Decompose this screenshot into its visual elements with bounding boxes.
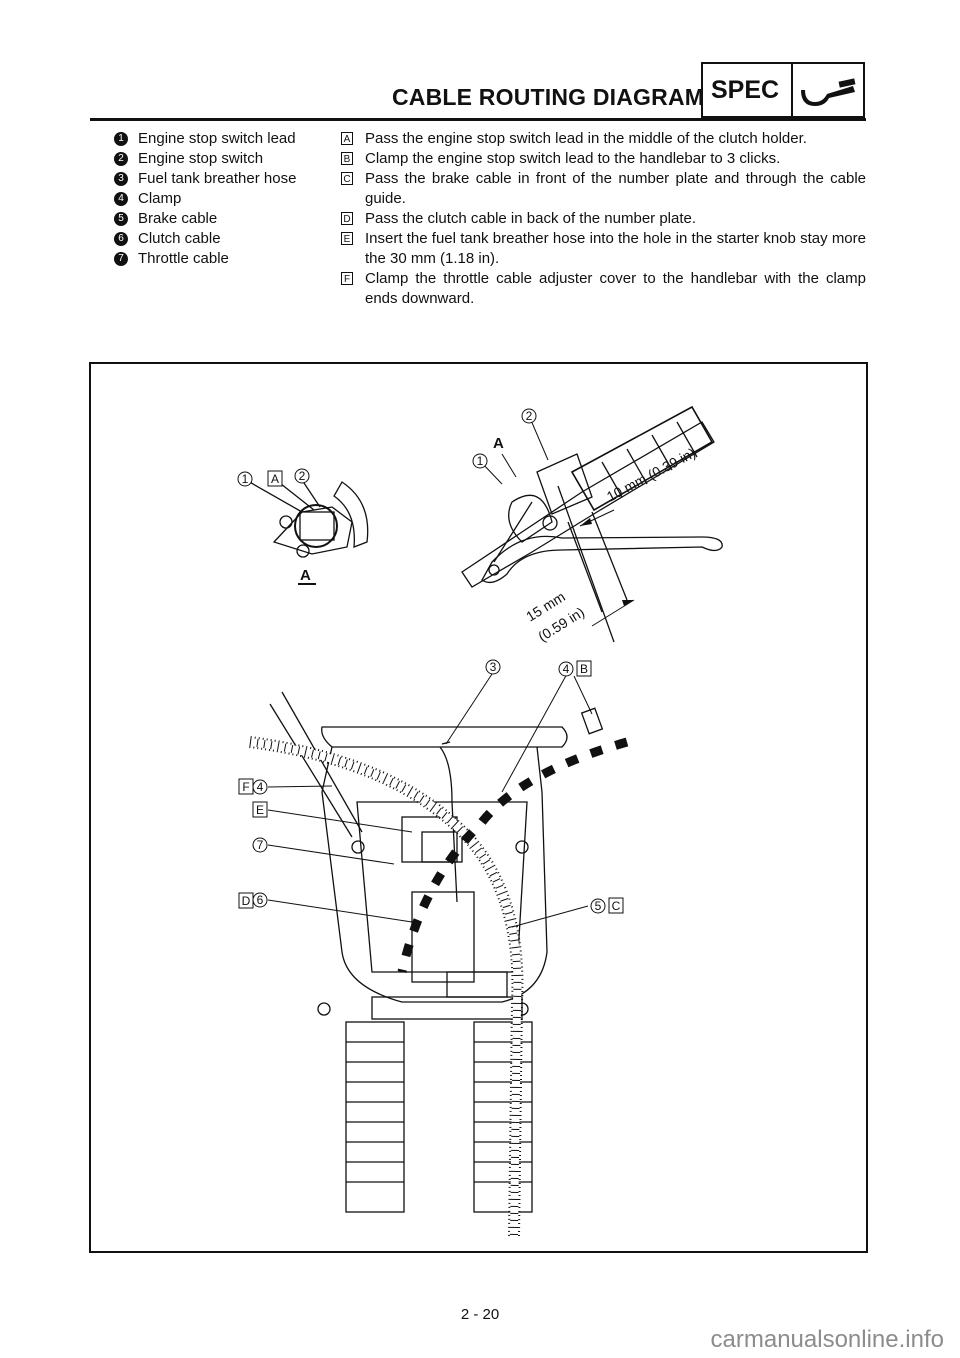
instruction-ref: F (341, 272, 353, 285)
instruction-item: B Clamp the engine stop switch lead to th… (341, 149, 866, 169)
legend-number: 6 (114, 232, 128, 246)
callout-number: 3 (490, 660, 497, 674)
instruction-ref: B (341, 152, 353, 165)
wrench-icon (801, 78, 856, 106)
legend-item: 5 Brake cable (114, 209, 334, 229)
legend-label: Fuel tank breather hose (138, 170, 297, 187)
cable-routing-figure: 1 A 2 A (89, 362, 868, 1253)
instruction-ref: E (341, 232, 353, 245)
callout-number: 1 (477, 454, 484, 468)
instruction-text: Clamp the engine stop switch lead to the… (365, 150, 781, 167)
legend-number: 3 (114, 172, 128, 186)
callout-ref: C (612, 899, 621, 913)
fork-boots (345, 1021, 533, 1213)
legend-number: 1 (114, 132, 128, 146)
callout-number: 5 (595, 899, 602, 913)
brake-cable (249, 736, 524, 1238)
callout-ref: B (580, 662, 588, 676)
header-rule (90, 118, 866, 121)
spec-label: SPEC (711, 76, 780, 104)
callout-number: 4 (257, 780, 264, 794)
badge-divider (791, 64, 793, 116)
legend-label: Engine stop switch lead (138, 130, 296, 147)
instruction-item: A Pass the engine stop switch lead in the… (341, 129, 866, 149)
legend-number: 4 (114, 192, 128, 206)
legend-number: 5 (114, 212, 128, 226)
instruction-text: Pass the brake cable in front of the num… (365, 170, 866, 207)
instruction-item: D Pass the clutch cable in back of the nu… (341, 209, 866, 229)
front-assembly (269, 691, 568, 1020)
legend-label: Brake cable (138, 210, 218, 227)
grip-detail (461, 405, 723, 643)
instruction-text: Insert the fuel tank breather hose into … (365, 230, 866, 267)
instruction-text: Pass the clutch cable in back of the num… (365, 210, 697, 227)
legend-label: Throttle cable (138, 250, 229, 267)
leader-lines (267, 671, 593, 928)
page-number: 2 - 20 (460, 1306, 500, 1323)
legend-label: Clutch cable (138, 230, 221, 247)
instruction-text: Pass the engine stop switch lead in the … (365, 130, 807, 147)
spec-badge: SPEC (701, 62, 865, 118)
instruction-item: C Pass the brake cable in front of the nu… (341, 169, 866, 209)
callout-ref: F (242, 780, 249, 794)
watermark: carmanualsonline.info (710, 1326, 944, 1353)
instruction-text: Clamp the throttle cable adjuster cover … (365, 270, 866, 307)
callout-number: 2 (299, 469, 306, 483)
clutch-cable (397, 737, 629, 973)
instruction-item: E Insert the fuel tank breather hose into… (341, 229, 866, 269)
instruction-ref: D (341, 212, 353, 225)
legend-item: 6 Clutch cable (114, 229, 334, 249)
legend-label: Engine stop switch (138, 150, 264, 167)
callout-number: 4 (563, 662, 570, 676)
callout-ref: A (271, 472, 279, 486)
callout-ref: E (256, 803, 264, 817)
routing-illustration: 1 A 2 A (237, 405, 723, 1238)
routing-instructions: A Pass the engine stop switch lead in the… (341, 129, 866, 309)
legend-number: 2 (114, 152, 128, 166)
legend-item: 1 Engine stop switch lead (114, 129, 334, 149)
legend-item: 4 Clamp (114, 189, 334, 209)
detail-label: A (300, 567, 311, 584)
instruction-ref: A (341, 132, 353, 145)
instruction-item: F Clamp the throttle cable adjuster cover… (341, 269, 866, 309)
legend-item: 3 Fuel tank breather hose (114, 169, 334, 189)
parts-legend: 1 Engine stop switch lead 2 Engine stop sw… (114, 129, 334, 269)
callout-number: 1 (242, 472, 249, 486)
callout-number: 6 (257, 893, 264, 907)
callout-number: 7 (257, 838, 264, 852)
legend-item: 2 Engine stop switch (114, 149, 334, 169)
callout-number: 2 (526, 409, 533, 423)
detail-label: A (493, 435, 504, 452)
legend-item: 7 Throttle cable (114, 249, 334, 269)
page-title: CABLE ROUTING DIAGRAM (392, 84, 705, 110)
legend-number: 7 (114, 252, 128, 266)
dimension-label: 10 mm (0.39 in) (604, 444, 698, 504)
callout-ref: D (242, 894, 251, 908)
detail-a-inset (245, 479, 369, 558)
instruction-ref: C (341, 172, 353, 185)
legend-label: Clamp (138, 190, 182, 207)
